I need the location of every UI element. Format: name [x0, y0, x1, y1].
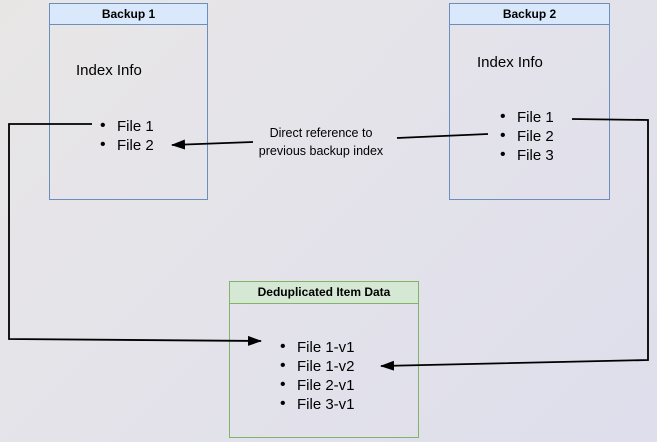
backup1-file-item: File 1: [100, 116, 154, 136]
backup2-file-item: File 3: [500, 145, 554, 165]
backup2-box: Backup 2 Index Info File 1 File 2 File 3: [449, 3, 610, 200]
backup1-file-item: File 2: [100, 135, 154, 155]
dedup-item: File 1-v1: [280, 337, 355, 357]
backup1-title: Backup 1: [50, 4, 207, 25]
annotation-line-2: previous backup index: [258, 144, 384, 158]
dedup-item: File 1-v2: [280, 356, 355, 376]
backup2-index-info-label: Index Info: [477, 54, 543, 71]
direct-reference-annotation: Direct reference to previous backup inde…: [246, 124, 396, 160]
dedup-item: File 2-v1: [280, 375, 355, 395]
backup1-box: Backup 1 Index Info File 1 File 2: [49, 3, 208, 200]
backup2-file-item: File 1: [500, 107, 554, 127]
dedup-store-title: Deduplicated Item Data: [230, 282, 418, 304]
backup2-file-list: File 1 File 2 File 3: [500, 107, 554, 165]
backup1-index-info-label: Index Info: [76, 62, 142, 79]
dedup-item-list: File 1-v1 File 1-v2 File 2-v1 File 3-v1: [280, 337, 355, 414]
backup1-file-list: File 1 File 2: [100, 116, 154, 155]
backup2-file-item: File 2: [500, 126, 554, 146]
annotation-line-1: Direct reference to: [269, 126, 373, 140]
dedup-item: File 3-v1: [280, 394, 355, 414]
backup2-title: Backup 2: [450, 4, 609, 25]
dedup-store-box: Deduplicated Item Data File 1-v1 File 1-…: [229, 281, 419, 438]
